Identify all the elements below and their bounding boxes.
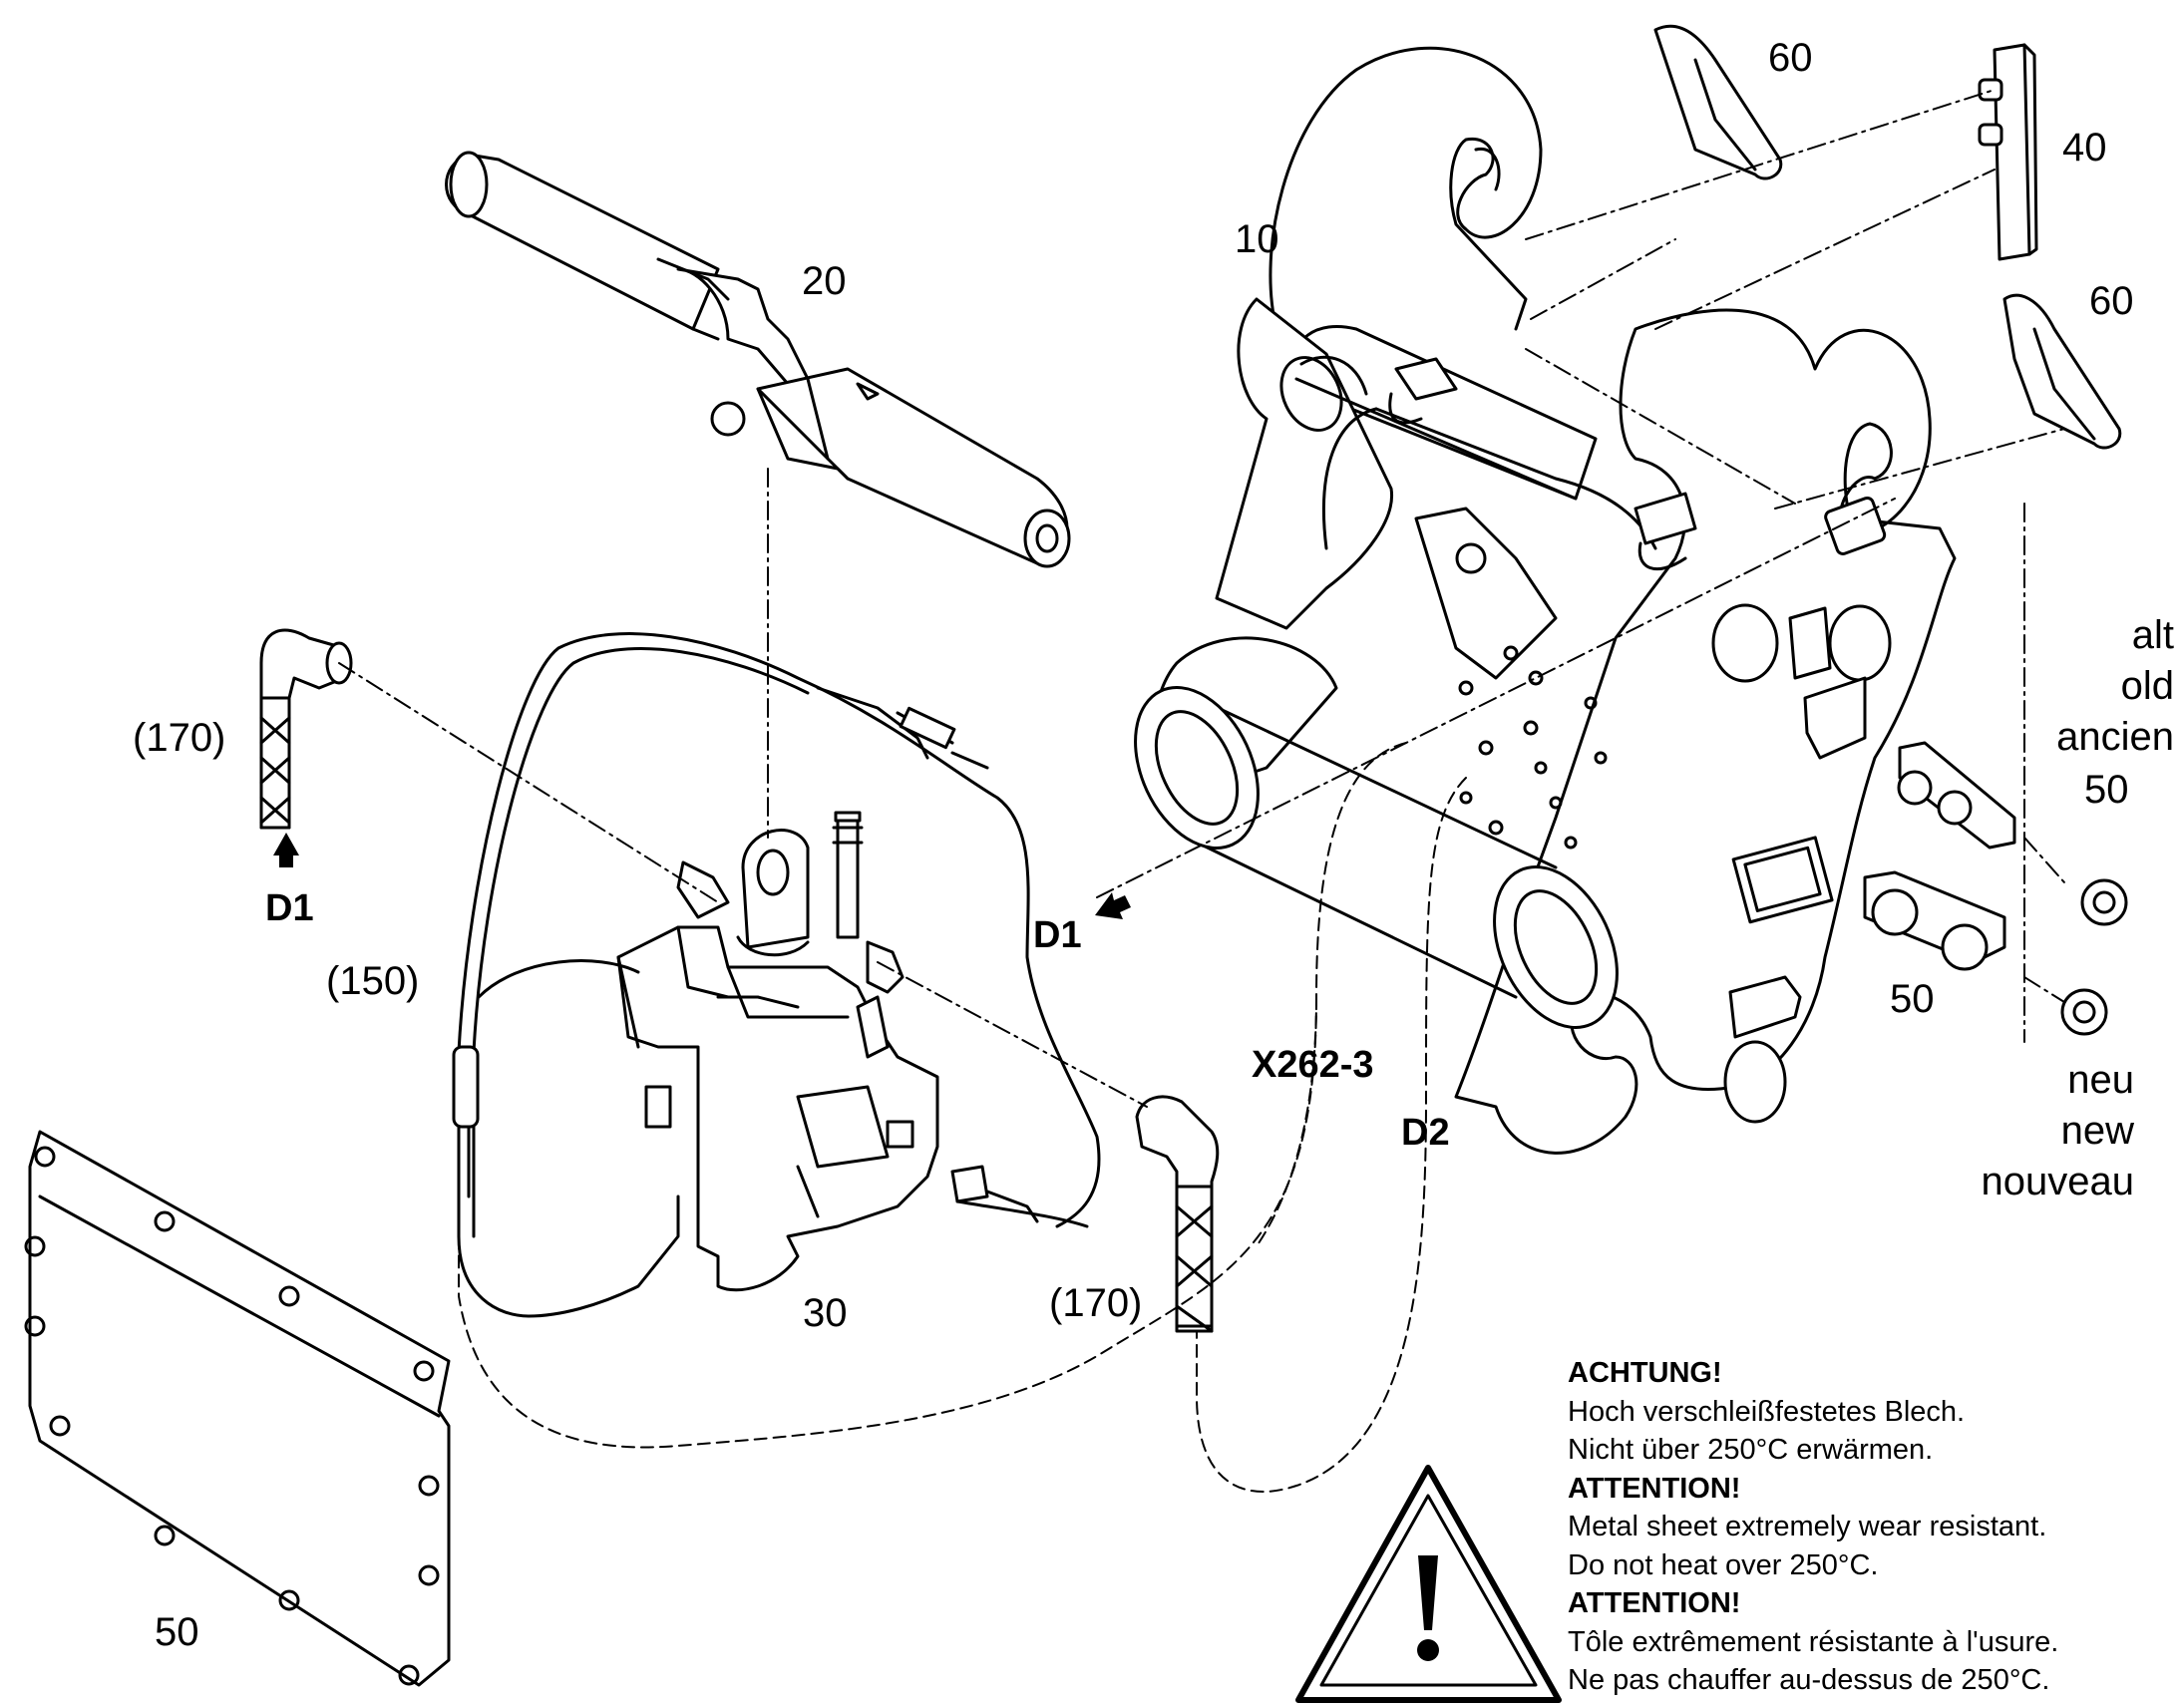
variant-new-en: new [2060, 1109, 2134, 1153]
port-d2: D2 [1401, 1112, 1450, 1154]
warning-note: ACHTUNG! Hoch verschleißfestetes Blech. … [1568, 1354, 2058, 1700]
connector-x262-3: X262-3 [1252, 1044, 1374, 1086]
port-d1-left: D1 [265, 887, 314, 929]
variant-new-labels: neu new nouveau [1935, 1055, 2134, 1207]
arrow-left-down-icon [1095, 892, 1131, 919]
hose-left-part [259, 628, 353, 830]
warning-en-line2: Do not heat over 250°C. [1568, 1548, 1879, 1581]
coupling-block-old-part [1897, 741, 2128, 926]
coupling-block-new-part [1863, 870, 2108, 1036]
shim-plate-part [1978, 43, 2038, 261]
warning-en-title: ATTENTION! [1568, 1472, 1741, 1505]
warning-triangle-icon [1295, 1465, 1562, 1703]
warning-fr-title: ATTENTION! [1568, 1587, 1741, 1619]
warning-de-line1: Hoch verschleißfestetes Blech. [1568, 1395, 1966, 1428]
warning-de-line2: Nicht über 250°C erwärmen. [1568, 1434, 1934, 1466]
variant-old-de: alt [2131, 613, 2174, 657]
variant-old-labels: alt old ancien [2024, 610, 2174, 763]
callout-170-left: (170) [133, 716, 226, 760]
callout-50-new: 50 [1890, 977, 1935, 1021]
callout-50-old: 50 [2084, 768, 2129, 812]
variant-new-fr: nouveau [1981, 1160, 2134, 1203]
coupler-frame-part [1134, 46, 1957, 1155]
warning-fr-line2: Ne pas chauffer au-dessus de 250°C. [1568, 1664, 2050, 1696]
assembly-lines [338, 89, 2065, 1108]
variant-old-fr: ancien [2056, 715, 2174, 759]
callout-150: (150) [326, 959, 420, 1003]
cable-harness-part [452, 632, 1101, 1318]
port-d1-center: D1 [1033, 914, 1082, 956]
warning-en-line1: Metal sheet extremely wear resistant. [1568, 1511, 2047, 1542]
callout-40: 40 [2062, 126, 2107, 170]
callout-60-top: 60 [1768, 36, 1813, 80]
callout-20: 20 [802, 259, 847, 303]
warning-de-title: ACHTUNG! [1568, 1357, 1722, 1389]
callout-60-bottom: 60 [2089, 279, 2134, 323]
callout-50-plate: 50 [155, 1610, 199, 1654]
variant-old-en: old [2120, 664, 2174, 708]
callout-30: 30 [803, 1291, 848, 1335]
wear-plate-part [24, 1130, 451, 1687]
warning-fr-line1: Tôle extrêmement résistante à l'usure. [1568, 1625, 2059, 1658]
wedge-bottom-part [2002, 293, 2122, 450]
callout-170-right: (170) [1049, 1281, 1143, 1325]
routing-lines [458, 742, 1467, 1493]
hose-right-part [1135, 1095, 1220, 1333]
hydraulic-cylinder-part [445, 151, 1071, 568]
valve-block-part [616, 811, 1039, 1292]
callout-10: 10 [1235, 217, 1279, 261]
variant-new-de: neu [2067, 1058, 2134, 1102]
wedge-top-part [1653, 24, 1783, 180]
arrow-up-icon [273, 833, 299, 867]
